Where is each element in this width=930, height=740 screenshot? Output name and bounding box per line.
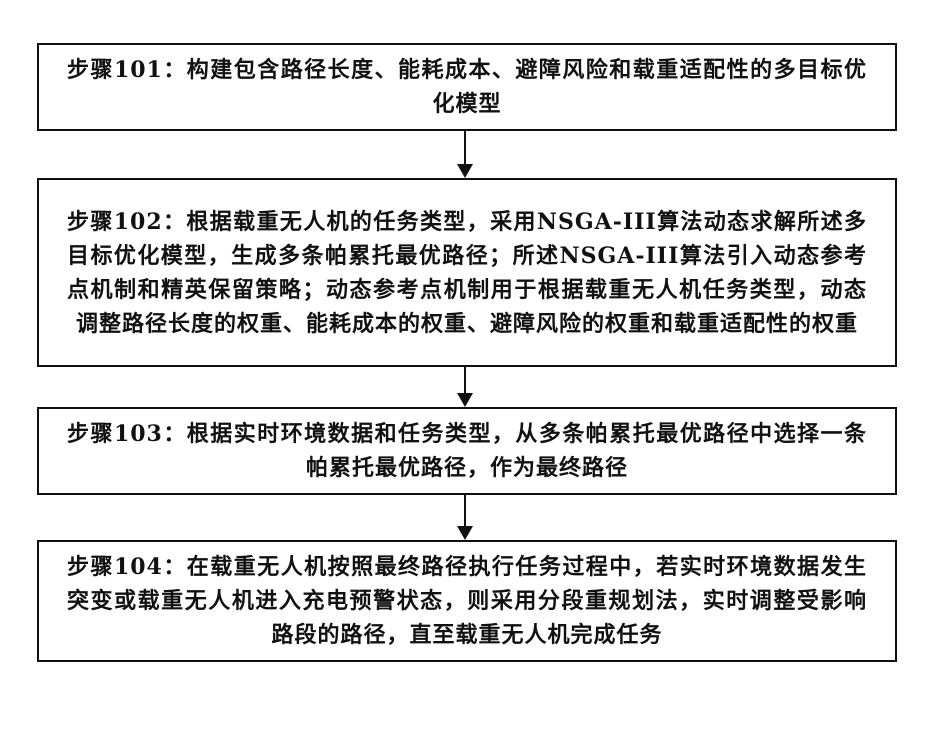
step-box-102: 步骤102：根据载重无人机的任务类型，采用NSGA-III算法动态求解所述多目标… — [37, 178, 897, 367]
step-box-104: 步骤104：在载重无人机按照最终路径执行任务过程中，若实时环境数据发生突变或载重… — [37, 540, 897, 662]
step-box-101: 步骤101：构建包含路径长度、能耗成本、避障风险和载重适配性的多目标优化模型 — [37, 43, 897, 131]
step-text-103: 步骤103：根据实时环境数据和任务类型，从多条帕累托最优路径中选择一条帕累托最优… — [67, 417, 867, 485]
step-text-102: 步骤102：根据载重无人机的任务类型，采用NSGA-III算法动态求解所述多目标… — [67, 205, 867, 341]
arrow-head-icon — [457, 526, 473, 540]
step-text-101: 步骤101：构建包含路径长度、能耗成本、避障风险和载重适配性的多目标优化模型 — [67, 53, 867, 121]
step-text-104: 步骤104：在载重无人机按照最终路径执行任务过程中，若实时环境数据发生突变或载重… — [67, 550, 867, 652]
arrow-head-icon — [457, 393, 473, 407]
flow-arrow-101-102 — [455, 131, 475, 178]
flow-arrow-103-104 — [455, 495, 475, 540]
arrow-head-icon — [457, 164, 473, 178]
arrow-shaft — [464, 131, 466, 165]
step-box-103: 步骤103：根据实时环境数据和任务类型，从多条帕累托最优路径中选择一条帕累托最优… — [37, 407, 897, 495]
flow-arrow-102-103 — [455, 367, 475, 407]
arrow-shaft — [464, 495, 466, 527]
arrow-shaft — [464, 367, 466, 394]
